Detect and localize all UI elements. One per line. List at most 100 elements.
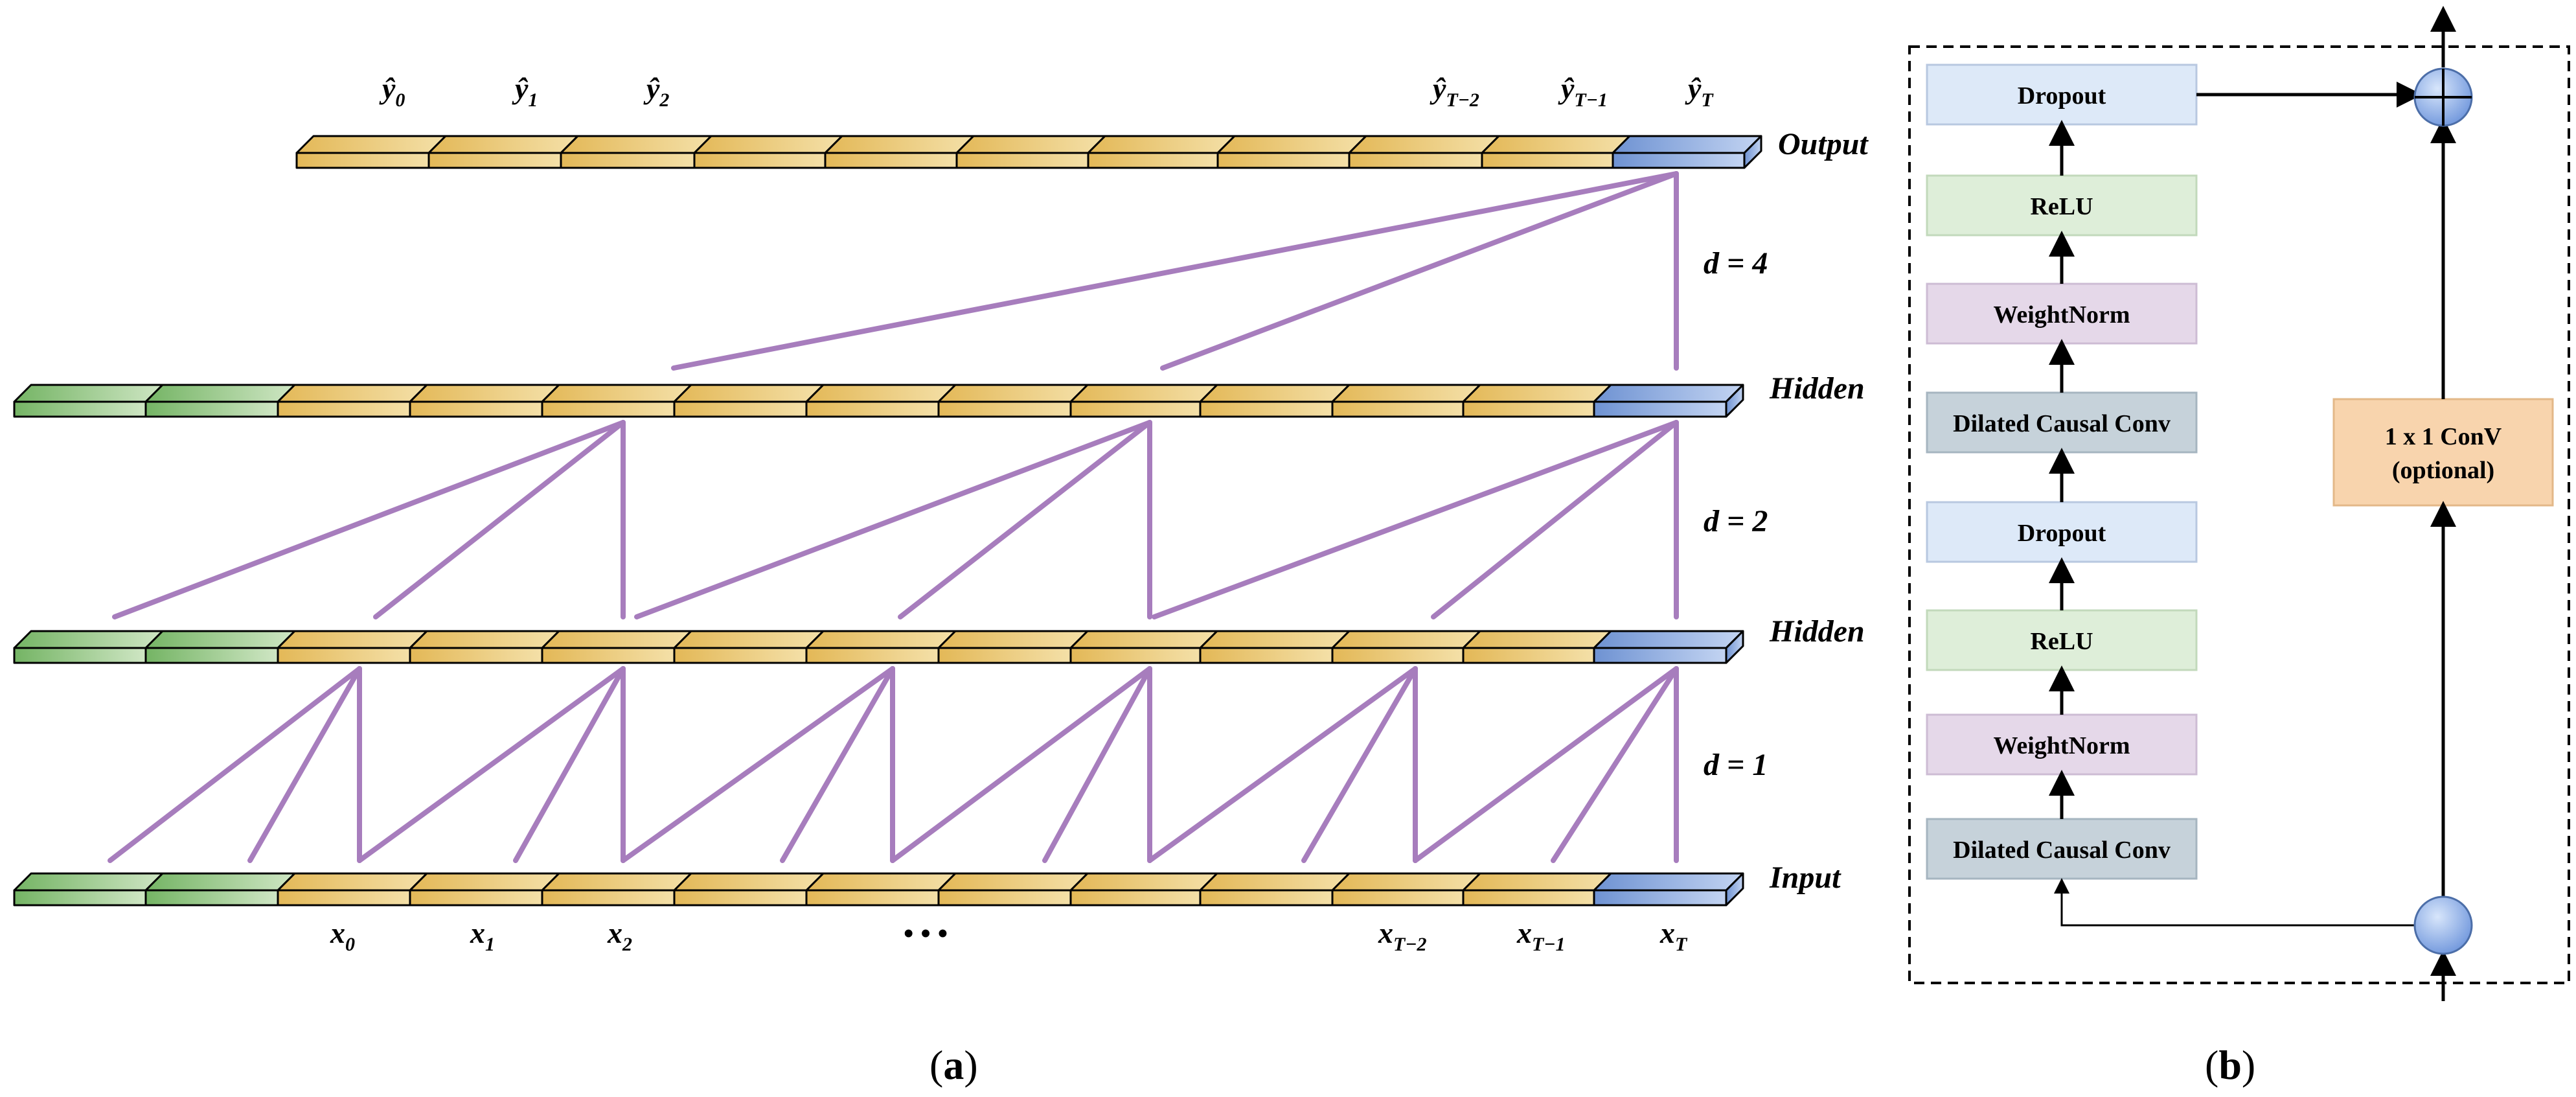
cell-top	[277, 384, 428, 403]
cell-front	[1348, 152, 1483, 169]
relu-bottom-box	[1926, 609, 2198, 671]
x-t: xT	[1659, 916, 1688, 955]
cell-front	[144, 400, 279, 418]
input-labels: x0 x1 x2 xT−2 xT−1 xT • • •	[330, 916, 1688, 955]
cell-front	[805, 889, 940, 906]
layer-label-input: Input	[1769, 860, 1841, 895]
row-end-face	[1743, 135, 1762, 169]
connection-line	[1413, 666, 1679, 863]
cell-top	[673, 630, 825, 649]
dropout-bottom-label: Dropout	[2018, 520, 2106, 547]
cell-top	[427, 135, 579, 154]
connection-line	[373, 420, 626, 619]
cell-front	[673, 400, 808, 418]
cell-front	[1087, 152, 1219, 169]
cell-front	[673, 647, 808, 664]
cell-front	[1462, 889, 1595, 906]
cell-top	[409, 630, 560, 649]
cell-top	[1087, 135, 1236, 154]
dropout-top-label: Dropout	[2018, 82, 2106, 110]
connection-line	[1147, 666, 1418, 863]
connection-line	[780, 666, 895, 863]
dilated-conv-top-label: Dilated Causal Conv	[1953, 410, 2171, 437]
y-hat-t-minus-1: ŷT−1	[1558, 72, 1608, 111]
cell-front	[13, 647, 147, 664]
cell-front	[1199, 400, 1334, 418]
connection-line	[108, 666, 362, 863]
cell-top	[673, 384, 825, 403]
cell-front	[937, 889, 1072, 906]
connection-line	[112, 420, 626, 619]
cell-top	[541, 384, 692, 403]
cell-top	[1331, 384, 1481, 403]
dilated-conv-bottom-label: Dilated Causal Conv	[1953, 837, 2171, 864]
dilation-label-2: d = 2	[1704, 504, 1768, 538]
cell-top	[1216, 135, 1367, 154]
block-arrows	[2049, 6, 2456, 1001]
input-row	[13, 872, 1744, 906]
cell-front	[673, 889, 808, 906]
cell-front	[1331, 889, 1465, 906]
cell-top	[1462, 872, 1612, 892]
cell-front	[1593, 889, 1727, 906]
input-node-icon	[2413, 895, 2473, 955]
conv-1x1-optional-label: (optional)	[2392, 457, 2494, 484]
cell-top	[13, 384, 164, 403]
connection-line	[890, 666, 1152, 863]
connection-line	[1042, 666, 1152, 863]
cell-top	[1199, 384, 1351, 403]
cell-front	[409, 889, 543, 906]
cell-top	[1199, 630, 1351, 649]
layer-label-hidden-bottom: Hidden	[1769, 614, 1865, 649]
cell-front	[805, 647, 940, 664]
output-labels: ŷ0 ŷ1 ŷ2 ŷT−2 ŷT−1 ŷT	[379, 72, 1714, 111]
cell-top	[295, 135, 447, 154]
cell-front	[1593, 400, 1727, 418]
row-end-face	[1725, 872, 1744, 906]
cell-top	[1462, 630, 1612, 649]
connection-line	[513, 666, 626, 863]
connection-line	[621, 666, 895, 863]
cell-front	[277, 889, 411, 906]
cell-front	[295, 152, 430, 169]
cell-top	[1069, 384, 1218, 403]
cell-top	[805, 630, 957, 649]
cell-top	[824, 135, 975, 154]
conv-1x1-box	[2332, 398, 2554, 507]
cell-front	[144, 889, 279, 906]
caption-a: (a)	[929, 1042, 978, 1088]
y-hat-t: ŷT	[1685, 72, 1714, 111]
cell-front	[541, 400, 676, 418]
cell-top	[693, 135, 843, 154]
cell-front	[824, 152, 958, 169]
ellipsis: • • •	[904, 918, 948, 949]
cell-top	[1348, 135, 1500, 154]
weightnorm-bottom-box	[1926, 713, 2198, 776]
hidden-bottom-row	[13, 630, 1744, 664]
connection-line	[1431, 420, 1679, 619]
x-0: x0	[330, 916, 355, 955]
cell-front	[277, 647, 411, 664]
cell-front	[409, 400, 543, 418]
cell-top	[1331, 630, 1481, 649]
cell-top	[937, 384, 1089, 403]
cell-top	[1331, 872, 1481, 892]
cell-top	[1481, 135, 1631, 154]
dilation-label-4: d = 4	[1704, 246, 1768, 281]
cell-top	[277, 872, 428, 892]
cell-front	[1331, 647, 1465, 664]
layer-label-output: Output	[1778, 127, 1869, 161]
cell-front	[1069, 647, 1202, 664]
cell-top	[277, 630, 428, 649]
cell-front	[541, 647, 676, 664]
conv-1x1-label: 1 x 1 ConV	[2385, 423, 2502, 450]
cell-top	[1069, 630, 1218, 649]
cell-top	[1462, 384, 1612, 403]
weightnorm-top-box	[1926, 283, 2198, 345]
layer-rows	[13, 135, 1762, 906]
cell-top	[1593, 630, 1744, 649]
x-2: x2	[607, 916, 632, 955]
cell-front	[1331, 400, 1465, 418]
x-t-minus-2: xT−2	[1378, 916, 1427, 955]
cell-top	[805, 384, 957, 403]
